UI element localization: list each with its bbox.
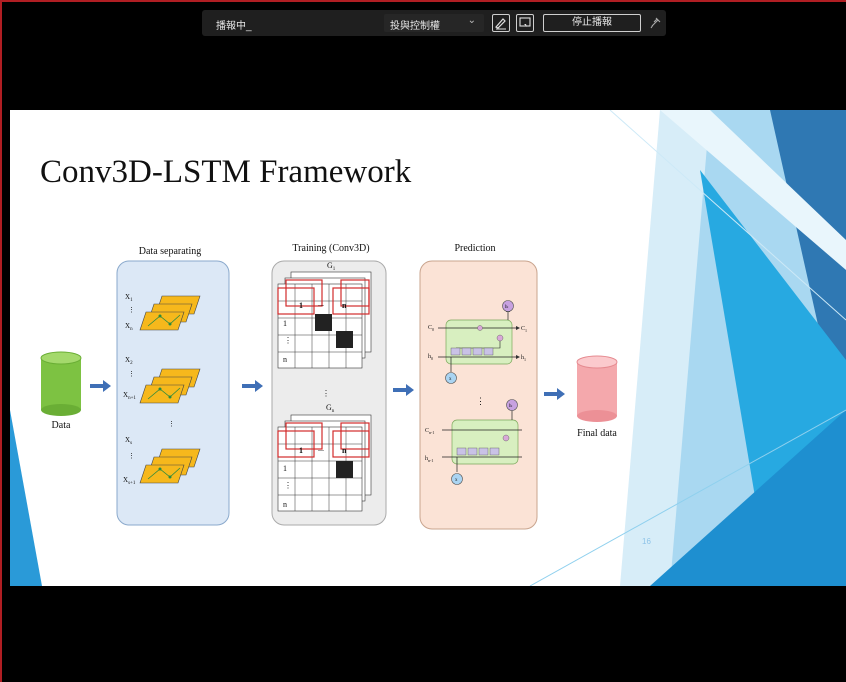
svg-text:⋮: ⋮ (128, 370, 135, 378)
slide-graphics: Data Data separating (10, 110, 846, 586)
svg-text:Xs: Xs (125, 436, 132, 446)
separating-frames (139, 295, 201, 484)
svg-text:C0: C0 (428, 325, 434, 332)
svg-text:...: ... (318, 299, 324, 308)
presenting-status: 播報中_ (216, 21, 252, 32)
svg-text:Cn-1: Cn-1 (425, 428, 434, 435)
svg-text:x: x (455, 478, 458, 483)
svg-text:h0: h0 (428, 354, 433, 361)
annotate-button[interactable] (492, 14, 510, 32)
annotate-pen-icon (495, 18, 506, 30)
window-edge-left (0, 0, 2, 682)
svg-text:⋮: ⋮ (284, 481, 292, 490)
training-stage-title: Training (Conv3D) (292, 243, 369, 254)
control-dropdown-label: 投與控制權 (390, 21, 440, 32)
training-grid-g1 (277, 271, 372, 369)
prediction-stage-title: Prediction (454, 243, 495, 254)
svg-text:n: n (342, 301, 347, 310)
svg-text:hn-1: hn-1 (425, 456, 433, 463)
svg-text:G1: G1 (327, 261, 336, 272)
separating-labels: X1 ⋮ Xn X2 ⋮ Xn+1 ⋮ Xs ⋮ Xs+1 (123, 293, 175, 486)
prediction-box (419, 260, 538, 530)
svg-text:n: n (283, 500, 287, 509)
svg-text:Gn: Gn (326, 403, 335, 414)
svg-text:1: 1 (283, 319, 287, 328)
svg-text:⋮: ⋮ (168, 420, 175, 428)
stop-presenting-button[interactable]: 停止播報 (543, 14, 641, 32)
svg-text:⋮: ⋮ (322, 389, 330, 398)
separating-stage-title: Data separating (139, 246, 201, 257)
svg-text:...: ... (318, 444, 324, 453)
svg-text:X1: X1 (125, 293, 133, 303)
stop-presenting-label: 停止播報 (572, 17, 612, 28)
svg-text:1: 1 (283, 464, 287, 473)
svg-text:n: n (342, 446, 347, 455)
screen-share-icon (519, 17, 531, 27)
svg-text:1: 1 (299, 446, 303, 455)
presentation-slide: Data Data separating (10, 110, 846, 586)
training-grid-gn (277, 414, 372, 512)
svg-text:ht: ht (509, 404, 513, 409)
final-data-label: Final data (577, 428, 617, 439)
svg-text:X2: X2 (125, 356, 133, 366)
svg-text:Xn: Xn (125, 322, 133, 332)
slide-title: Conv3D-LSTM Framework (40, 154, 412, 190)
prediction-vdots: ⋮ (476, 396, 485, 406)
final-data-cylinder (576, 355, 618, 422)
training-labels: G1 1 ... n 1 ⋮ n ⋮ Gn 1 ... n 1 ⋮ n (283, 261, 347, 509)
lstm-cell-bottom (442, 399, 522, 485)
chevron-down-icon: ⌄ (467, 15, 476, 26)
lstm-cell-top (438, 300, 521, 384)
svg-text:ht: ht (505, 305, 509, 310)
svg-text:h1: h1 (521, 355, 526, 362)
slide-background-decoration (10, 110, 846, 586)
presenter-toolbar: 播報中_ 投與控制權 ⌄ 停止播報 (202, 10, 666, 36)
svg-text:x: x (449, 377, 452, 382)
prediction-labels: C0 h0 C1 h1 x Cn-1 hn-1 x ht ht (425, 305, 527, 483)
pin-icon (650, 17, 661, 29)
pin-toolbar-button[interactable] (648, 14, 662, 32)
svg-text:1: 1 (299, 301, 303, 310)
window-edge-top (0, 0, 846, 2)
svg-text:Xs+1: Xs+1 (123, 476, 136, 486)
svg-text:⋮: ⋮ (128, 306, 135, 314)
svg-text:⋮: ⋮ (284, 336, 292, 345)
slide-page-number: 16 (642, 537, 651, 546)
svg-text:C1: C1 (521, 326, 527, 333)
svg-text:Xn+1: Xn+1 (123, 391, 136, 401)
control-dropdown[interactable]: 投與控制權 ⌄ (384, 14, 484, 32)
svg-text:⋮: ⋮ (128, 452, 135, 460)
data-cylinder (40, 351, 82, 416)
data-label: Data (52, 420, 71, 431)
flow-arrows (90, 380, 565, 400)
share-screen-button[interactable] (516, 14, 534, 32)
svg-text:n: n (283, 355, 287, 364)
